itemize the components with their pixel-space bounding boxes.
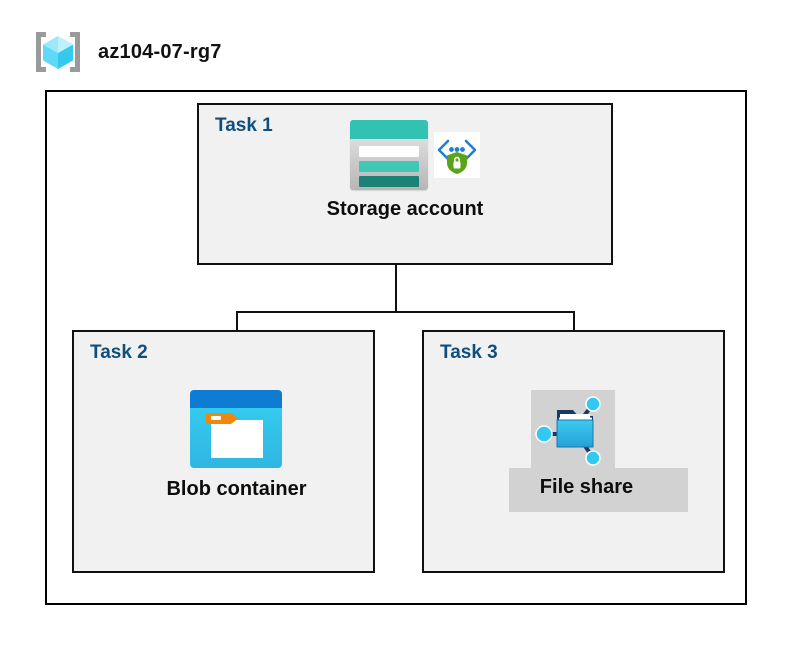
storage-account-caption: Storage account xyxy=(326,198,484,220)
storage-account-icon xyxy=(350,120,428,190)
task-1-label: Task 1 xyxy=(215,115,273,136)
blob-icon-titlebar xyxy=(190,390,282,408)
secure-endpoint-shield-icon xyxy=(434,132,480,178)
storage-icon-header-bar xyxy=(350,120,428,139)
file-share-node[interactable]: File share xyxy=(480,390,693,515)
storage-icon-row-dark-teal xyxy=(359,176,419,187)
file-share-label-highlight xyxy=(509,468,688,512)
task-3-label: Task 3 xyxy=(440,342,498,363)
task-2-label: Task 2 xyxy=(90,342,148,363)
blob-icon-tag-slit xyxy=(211,416,221,420)
blob-icon-document xyxy=(211,420,263,458)
blob-container-icon xyxy=(190,390,282,468)
storage-icon-row-teal xyxy=(359,161,419,172)
resource-group-header: az104-07-rg7 xyxy=(32,28,222,76)
connector-horizontal-bus xyxy=(236,311,575,313)
blob-container-node[interactable]: Blob container xyxy=(130,390,343,515)
blob-container-caption: Blob container xyxy=(166,478,307,500)
storage-icon-row-white xyxy=(359,146,419,157)
storage-account-icon-group xyxy=(350,120,480,190)
file-share-caption: File share xyxy=(539,476,634,498)
file-share-icon xyxy=(535,392,611,466)
resource-group-name: az104-07-rg7 xyxy=(98,40,222,63)
blob-icon-tag xyxy=(206,413,238,424)
connector-storage-trunk xyxy=(395,265,397,313)
resource-group-cube-icon xyxy=(32,28,84,76)
storage-account-node[interactable]: Storage account xyxy=(280,120,530,230)
